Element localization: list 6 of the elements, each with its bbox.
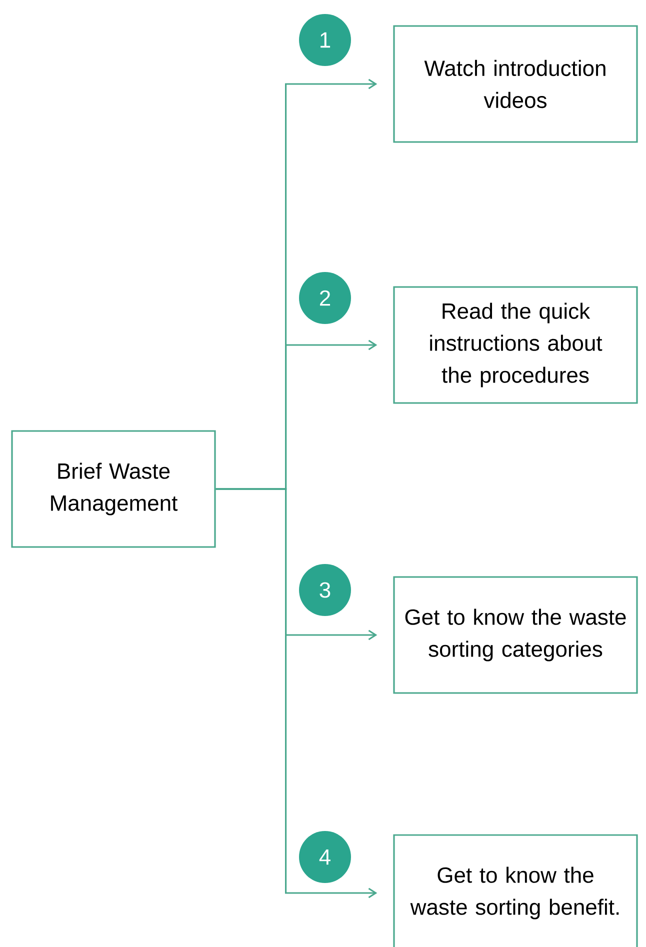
step-box: Watch introduction videos — [393, 25, 638, 143]
step-box: Get to know the waste sorting categories — [393, 576, 638, 694]
step-box: Read the quick instructions about the procedures — [393, 286, 638, 404]
arrow — [216, 488, 378, 898]
topic-box: Brief Waste Management — [11, 430, 216, 548]
step-box: Get to know the waste sorting benefit. — [393, 834, 638, 947]
